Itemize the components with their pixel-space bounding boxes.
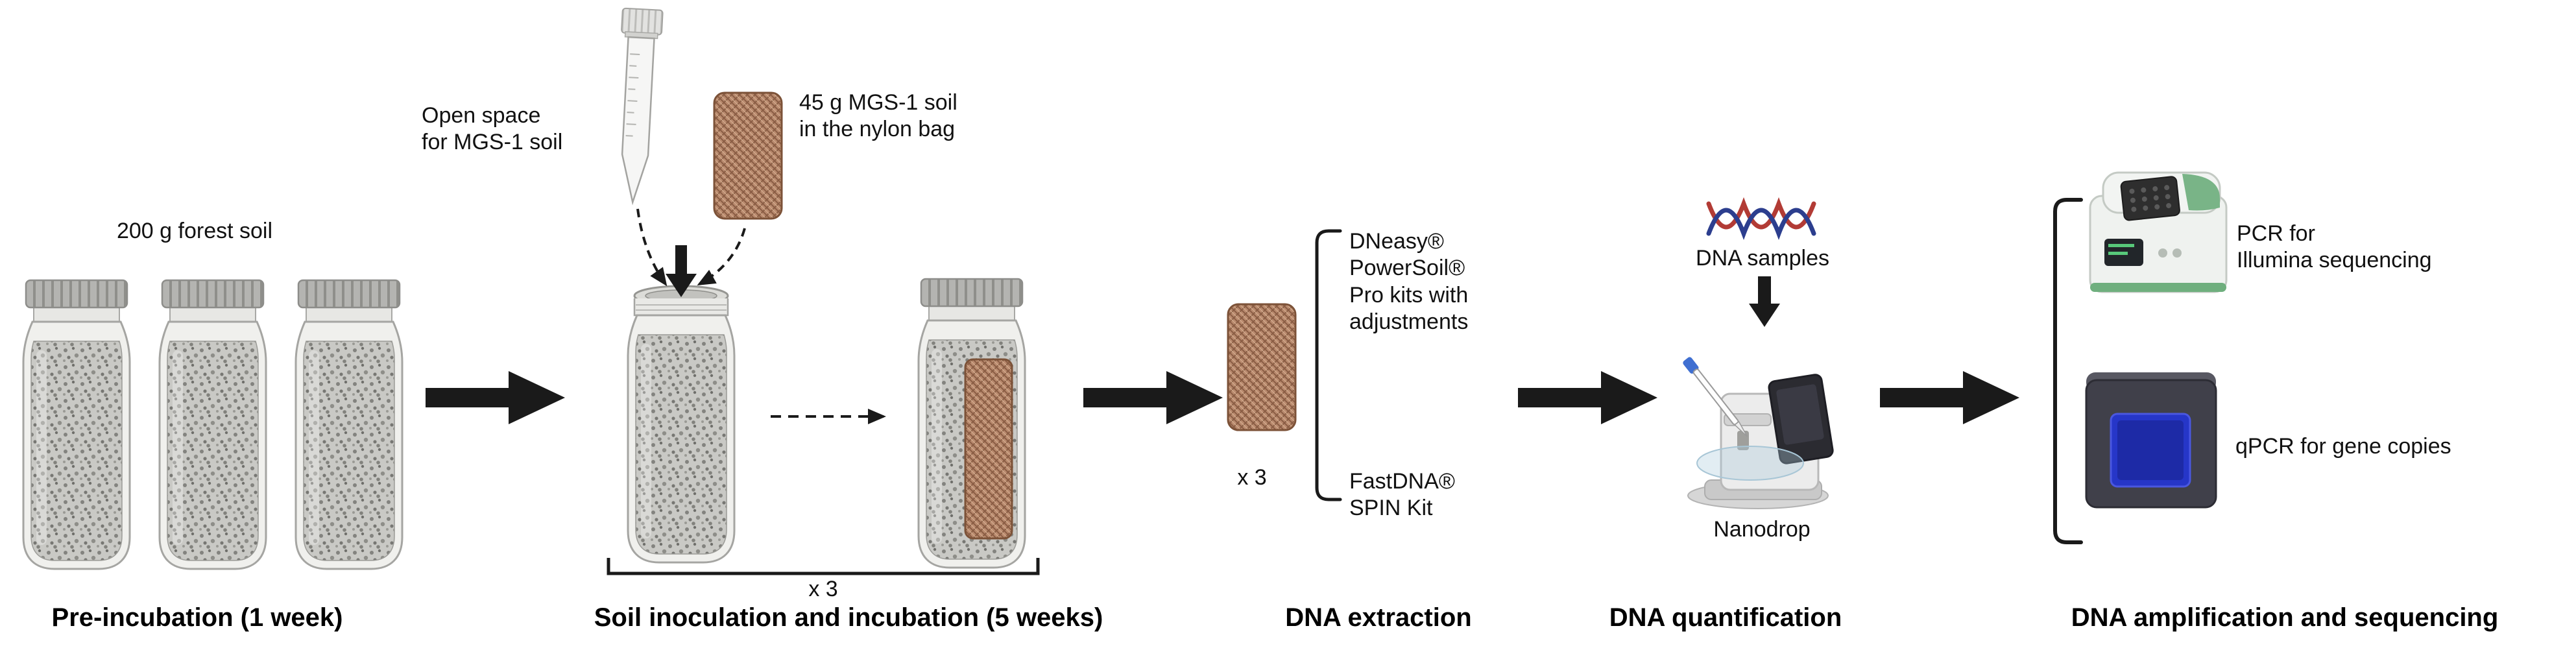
nanodrop-label: Nanodrop <box>1713 517 1811 542</box>
stage-arrow-icon <box>426 371 565 424</box>
falcon-tube-icon <box>612 7 664 204</box>
dashed-arrow-icon <box>636 208 746 287</box>
forest-soil-jar-icon <box>22 279 131 570</box>
forest-soil-jar-icon <box>295 279 403 570</box>
incubated-jar-with-bag-icon <box>917 278 1026 569</box>
mgs-soil-bag-label: 45 g MGS-1 soil in the nylon bag <box>799 90 957 142</box>
dneasy-kit-label: DNeasy® PowerSoil® Pro kits with adjustm… <box>1349 229 1469 335</box>
bags-replicate-label: x 3 <box>1237 465 1267 490</box>
forest-soil-label: 200 g forest soil <box>116 219 273 243</box>
kit-bracket-icon <box>1315 229 1342 501</box>
pcr-thermocycler-icon <box>2089 171 2228 293</box>
stage4-title: DNA quantification <box>1609 603 1842 632</box>
tube-open-space-label: Open space for MGS-1 soil <box>422 103 563 155</box>
forest-soil-jar-icon <box>158 279 267 570</box>
stage3-title: DNA extraction <box>1285 603 1472 632</box>
stage-arrow-icon <box>1083 371 1223 424</box>
qpcr-gene-copies-label: qPCR for gene copies <box>2235 434 2451 459</box>
fastdna-kit-label: FastDNA® SPIN Kit <box>1349 469 1455 521</box>
dna-helix-icon <box>1706 197 1816 240</box>
nylon-bag-icon <box>713 91 783 220</box>
open-jar-icon <box>627 285 736 564</box>
stage1-title: Pre-incubation (1 week) <box>51 603 343 632</box>
stage-arrow-icon <box>1880 371 2019 424</box>
inoculation-down-arrow-icon <box>666 245 697 297</box>
sequencing-bracket-icon <box>2053 198 2083 544</box>
nanodrop-instrument-icon <box>1683 357 1834 509</box>
stage2-title: Soil inoculation and incubation (5 weeks… <box>594 603 1103 632</box>
stage5-title: DNA amplification and sequencing <box>2071 603 2499 632</box>
jars-replicate-label: x 3 <box>808 577 838 601</box>
qpcr-machine-icon <box>2085 372 2217 509</box>
dna-samples-label: DNA samples <box>1696 246 1829 271</box>
replicate-bracket-icon <box>607 558 1040 575</box>
pcr-illumina-label: PCR for Illumina sequencing <box>2237 221 2432 273</box>
extracted-bag-icon <box>1227 303 1297 431</box>
stage-arrow-icon <box>1518 371 1657 424</box>
quantification-down-arrow-icon <box>1749 276 1780 327</box>
